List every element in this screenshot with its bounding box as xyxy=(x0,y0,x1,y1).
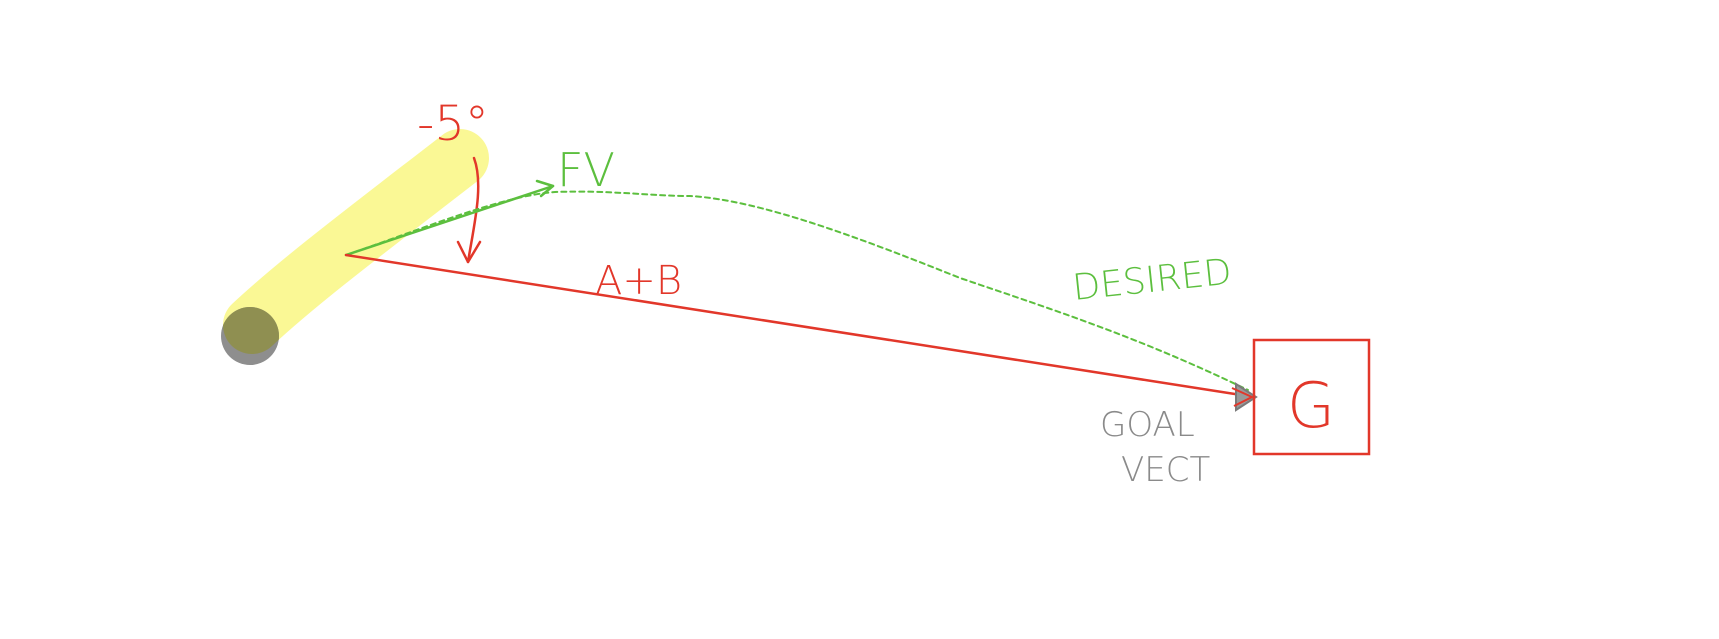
forward-vector-label: FV xyxy=(557,143,615,197)
rotation-arrow xyxy=(456,156,482,264)
desired-path xyxy=(345,190,1249,391)
goal-vector-label-line1: GOAL xyxy=(1100,405,1195,445)
heading-highlight xyxy=(223,129,489,354)
sum-vector-arrow xyxy=(344,253,1256,399)
goal-vector-arrowhead xyxy=(1231,382,1258,412)
goal-label: G xyxy=(1287,369,1335,442)
desired-label: DESIRED xyxy=(1071,252,1234,309)
goal-box-icon xyxy=(1252,338,1371,456)
goal-vector-label-line2: VECT xyxy=(1121,450,1210,490)
sum-vector-label: A+B xyxy=(595,258,682,304)
angle-label: -5° xyxy=(417,96,489,152)
